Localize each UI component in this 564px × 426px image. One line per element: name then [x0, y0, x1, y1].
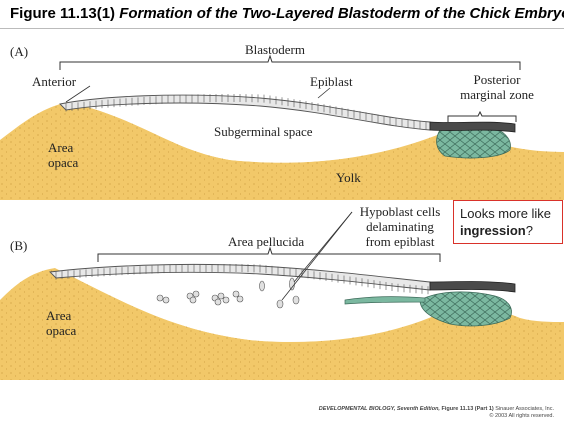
area-opaca-a-line2: opaca	[48, 155, 78, 170]
hypoblast-label: Hypoblast cells delaminating from epibla…	[348, 204, 452, 249]
blastoderm-bracket-a	[60, 56, 520, 70]
subgerminal-space-label: Subgerminal space	[214, 124, 313, 139]
credit-figure: Figure 11.13 (Part 1)	[441, 406, 493, 412]
area-opaca-label-a: Area opaca	[48, 140, 78, 170]
hypoblast-label-line1: Hypoblast cells	[348, 204, 452, 219]
posterior-label-line1: Posterior	[452, 72, 542, 87]
anterior-label: Anterior	[32, 74, 76, 89]
ingression-callout: Looks more like ingression?	[453, 200, 563, 244]
yolk-label: Yolk	[336, 170, 361, 185]
credit-rights: © 2003 All rights reserved.	[319, 413, 554, 420]
epiblast-label: Epiblast	[310, 74, 353, 89]
area-pellucida-label: Area pellucida	[228, 234, 304, 249]
panel-a-tag: (A)	[10, 44, 28, 59]
area-opaca-b-line1: Area	[46, 308, 76, 323]
callout-line1: Looks more like	[460, 205, 556, 222]
area-opaca-label-b: Area opaca	[46, 308, 76, 338]
credit-line: DEVELOPMENTAL BIOLOGY, Seventh Edition, …	[319, 406, 554, 420]
posterior-bracket-a	[448, 112, 516, 122]
area-pellucida-bracket-b	[98, 248, 440, 262]
callout-tail: ?	[526, 223, 533, 238]
posterior-dark-cells-b	[430, 282, 515, 293]
blastoderm-label: Blastoderm	[245, 42, 305, 57]
callout-line2: ingression?	[460, 222, 556, 239]
posterior-dark-cells-a	[430, 122, 515, 132]
credit-book: DEVELOPMENTAL BIOLOGY, Seventh Edition,	[319, 406, 440, 412]
credit-publisher: Sinauer Associates, Inc.	[495, 406, 554, 412]
callout-bold-word: ingression	[460, 223, 526, 238]
posterior-label-line2: marginal zone	[452, 87, 542, 102]
hypoblast-label-line3: from epiblast	[348, 234, 452, 249]
panel-b-tag: (B)	[10, 238, 27, 253]
posterior-label: Posterior marginal zone	[452, 72, 542, 102]
area-opaca-b-line2: opaca	[46, 323, 76, 338]
hypoblast-label-line2: delaminating	[348, 219, 452, 234]
area-opaca-a-line1: Area	[48, 140, 78, 155]
